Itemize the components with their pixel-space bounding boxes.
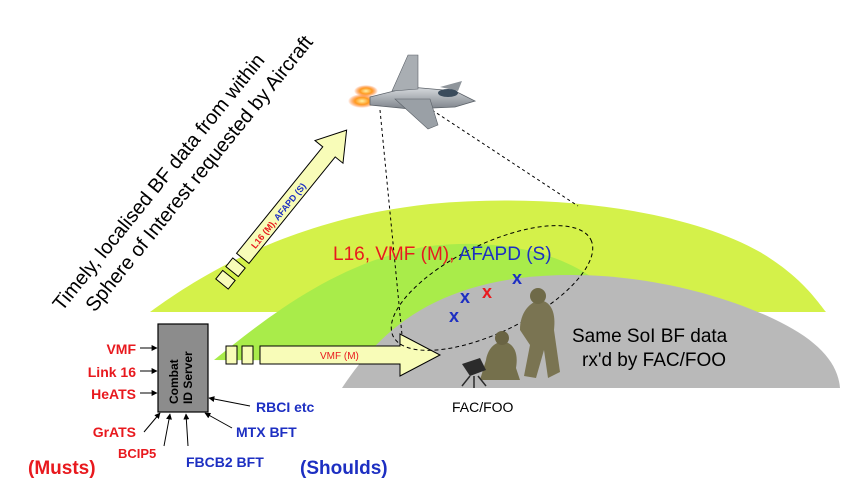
marker-blue-3: x <box>512 268 522 288</box>
hill-front <box>342 275 840 388</box>
fac-note-line-1: Same SoI BF data <box>572 326 728 347</box>
dashed-link-jet-to-ground <box>379 109 403 336</box>
ground-arrow: VMF (M) <box>225 333 442 377</box>
server-box <box>157 323 209 413</box>
air-links-musts: L16, VMF (M), <box>333 244 459 265</box>
server-label-line-2: ID Server <box>181 351 195 404</box>
sphere-of-interest-ellipse <box>390 225 594 351</box>
input-grats: GrATS <box>93 424 136 440</box>
soldiers-icon <box>461 288 560 388</box>
input-fbcb2-bft: FBCB2 BFT <box>186 454 264 470</box>
legend-shoulds: (Shoulds) <box>300 458 388 479</box>
ground-arrow-label: VMF (M) <box>320 351 359 362</box>
input-link-16: Link 16 <box>88 364 136 380</box>
marker-blue-1: x <box>449 306 459 326</box>
air-links-shoulds: AFAPD (S) <box>459 244 552 265</box>
fac-label: FAC/FOO <box>452 399 514 415</box>
marker-red-1: x <box>482 282 492 302</box>
aircraft-icon <box>348 54 477 130</box>
up-arrow-tail-block-2 <box>225 257 246 278</box>
air-links-label: L16, VMF (M), AFAPD (S) <box>333 244 552 265</box>
server-label-line-1: Combat <box>167 359 181 404</box>
fac-note-line-2: rx'd by FAC/FOO <box>582 350 726 371</box>
input-rbci-etc: RBCI etc <box>256 399 315 415</box>
marker-blue-2: x <box>460 287 470 307</box>
up-arrow-tail-block-1 <box>215 269 236 290</box>
input-mtx-bft: MTX BFT <box>236 424 297 440</box>
up-arrow-shaft <box>235 129 348 265</box>
ground-arrow-tail-block-2 <box>241 345 254 365</box>
combat-id-server: Combat ID Server <box>157 323 209 413</box>
input-heats: HeATS <box>91 386 136 402</box>
legend-musts: (Musts) <box>28 458 96 479</box>
input-arrows <box>140 345 251 447</box>
ground-arrow-shaft <box>259 333 442 377</box>
input-vmf: VMF <box>106 341 136 357</box>
input-bcip5: BCIP5 <box>118 446 156 461</box>
dashed-link-jet-to-soi <box>431 109 579 207</box>
ground-arrow-tail-block-1 <box>225 345 238 365</box>
